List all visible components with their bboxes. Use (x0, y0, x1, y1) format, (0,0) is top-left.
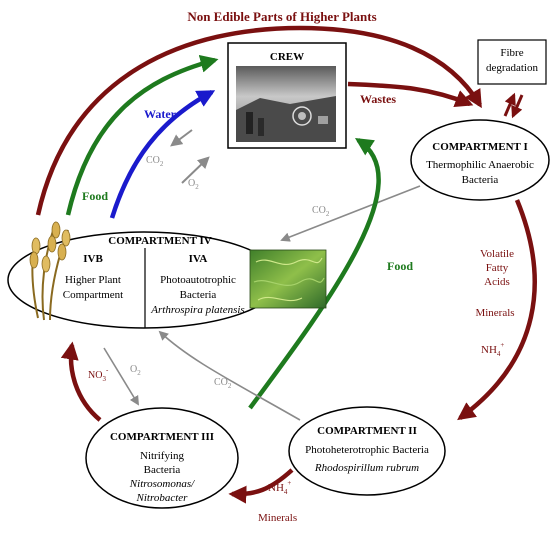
o2-arrow-crew (181, 156, 210, 184)
minerals-label-right: Minerals (475, 307, 514, 319)
compartment-1 (410, 119, 550, 201)
food-flow-arrow-right (248, 138, 381, 410)
compartment-2-line-2: Rhodospirillum rubrum (314, 462, 419, 474)
food-label-left: Food (82, 189, 108, 203)
compartment-2 (288, 406, 446, 496)
co2-label-c2: CO2 (214, 377, 232, 390)
acids-label: Acids (484, 276, 510, 288)
nh4-label-bottom: NH4+ (268, 479, 291, 496)
iva-title: IVA (189, 253, 208, 265)
fibre-degradation-box (477, 39, 547, 85)
ivb-line-2: Compartment (63, 289, 124, 301)
ivb-line-1: Higher Plant (65, 274, 121, 286)
c1-to-c2-flow-arrow (457, 199, 537, 421)
c2-to-c3-flow-arrow (228, 468, 294, 504)
compartment-1-line-1: Thermophilic Anaerobic (426, 159, 534, 171)
compartment-1-line-2: Bacteria (462, 174, 499, 186)
iva-line-1: Photoautotrophic (160, 274, 236, 286)
compartment-3-line-3: Nitrosomonas/ (129, 478, 195, 490)
minerals-label-bottom: Minerals (258, 512, 297, 524)
co2-arrow-c1-to-c4 (280, 185, 421, 242)
co2-label-crew: CO2 (146, 155, 164, 168)
wastes-label: Wastes (360, 92, 396, 106)
compartment-3-line-1: Nitrifying (140, 450, 184, 462)
water-flow-arrow (109, 90, 216, 219)
iva-line-3: Arthrospira platensis (150, 304, 244, 316)
fibre-arrow-down (511, 94, 524, 119)
food-label-right: Food (387, 259, 413, 273)
fibre-line-2: degradation (486, 62, 538, 74)
fibre-arrow-up (503, 92, 516, 117)
diagram-title: Non Edible Parts of Higher Plants (187, 9, 376, 24)
crew-label: CREW (270, 51, 304, 63)
food-flow-arrow-left (65, 55, 219, 216)
compartment-3-line-4: Nitrobacter (136, 492, 189, 504)
co2-arrow-c2-to-c4 (158, 330, 301, 421)
compartment-3-line-2: Bacteria (144, 464, 181, 476)
compartment-2-line-1: Photoheterotrophic Bacteria (305, 444, 429, 456)
co2-label-c1: CO2 (312, 205, 330, 218)
crew-photo-icon (236, 66, 336, 142)
no3-label: NO3- (88, 366, 109, 383)
iva-line-2: Bacteria (180, 289, 217, 301)
compartment-4-title: COMPARTMENT IV (108, 235, 211, 247)
no3-flow-arrow (60, 341, 102, 422)
wheat-icon (29, 221, 71, 321)
compartment-3 (85, 407, 239, 509)
o2-arrow-c4-to-c3 (103, 347, 139, 406)
water-label: Water (144, 107, 177, 121)
fatty-label: Fatty (486, 262, 509, 274)
wastes-flow-arrow (347, 81, 474, 108)
co2-arrow-crew (170, 129, 193, 147)
o2-label-crew: O2 (188, 178, 199, 191)
compartment-2-title: COMPARTMENT II (317, 425, 417, 437)
ivb-title: IVB (83, 253, 103, 265)
compartment-3-title: COMPARTMENT III (110, 431, 214, 443)
non-edible-flow-arrow (35, 25, 482, 216)
fibre-line-1: Fibre (500, 47, 523, 59)
nh4-label-right: NH4+ (481, 341, 504, 358)
o2-label-c3: O2 (130, 364, 141, 377)
compartment-1-title: COMPARTMENT I (432, 141, 527, 153)
algae-photo-icon (249, 249, 327, 309)
volatile-label: Volatile (480, 248, 514, 260)
